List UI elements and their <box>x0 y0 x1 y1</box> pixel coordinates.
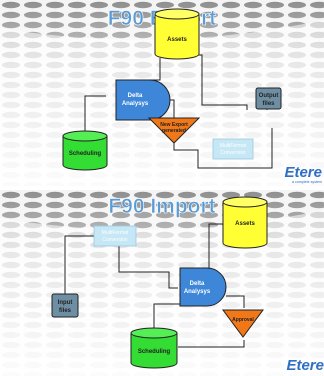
assets-label: Assets <box>167 37 187 43</box>
page-title: F90 Import <box>108 195 215 218</box>
new-export-node: New Export generated <box>147 117 201 144</box>
approval-label: Approval <box>232 317 254 323</box>
scheduling-node: Scheduling <box>62 130 108 171</box>
export-slide: F90 Export Assets Delta Analysys New Exp… <box>0 0 324 186</box>
delta-analysys-node: Delta Analysys <box>115 79 171 121</box>
multiformat-label-line1: MultiFormat <box>102 230 129 236</box>
multiformat-label-line2: Conversion <box>102 237 128 243</box>
multiformat-label-line1: MultiFormat <box>220 143 247 149</box>
logo-brand: Etere <box>284 164 322 181</box>
etere-logo: Etere <box>286 357 324 374</box>
delta-label-line2: Analysys <box>122 101 149 107</box>
logo-tagline: a complete system <box>292 180 322 184</box>
input-label-line2: files <box>59 308 72 314</box>
etere-logo: Etere a complete system <box>284 164 322 184</box>
new-export-label-line1: New Export <box>160 122 188 128</box>
delta-label-line2: Analysys <box>184 289 211 295</box>
input-label-line1: Input <box>58 300 73 306</box>
assets-node: Assets <box>154 8 200 60</box>
multiformat-node: MultiFormat Conversion <box>93 225 137 247</box>
export-diagram: F90 Export Assets Delta Analysys New Exp… <box>0 0 324 186</box>
scheduling-node: Scheduling <box>130 327 178 369</box>
new-export-label-line2: generated <box>162 128 186 134</box>
approval-node: Approval <box>222 309 264 338</box>
output-label-line2: files <box>262 101 275 107</box>
logo-brand: Etere <box>286 357 324 374</box>
assets-label: Assets <box>235 221 255 227</box>
input-files-node: Input files <box>51 293 79 318</box>
import-slide: F90 Import Input files MultiFormat Conve… <box>0 190 324 376</box>
multiformat-label-line2: Conversion <box>220 150 246 156</box>
output-label-line1: Output <box>259 93 279 99</box>
assets-node: Assets <box>222 196 268 249</box>
scheduling-label: Scheduling <box>69 151 102 157</box>
delta-analysys-node: Delta Analysys <box>179 267 227 307</box>
delta-label-line1: Delta <box>190 281 205 287</box>
output-files-node: Output files <box>255 87 282 110</box>
multiformat-node: MultiFormat Conversion <box>212 138 254 160</box>
slide-divider <box>0 186 324 190</box>
scheduling-label: Scheduling <box>138 349 171 355</box>
connector-lines <box>64 223 245 348</box>
import-diagram: F90 Import Input files MultiFormat Conve… <box>0 190 324 376</box>
delta-label-line1: Delta <box>128 93 143 99</box>
